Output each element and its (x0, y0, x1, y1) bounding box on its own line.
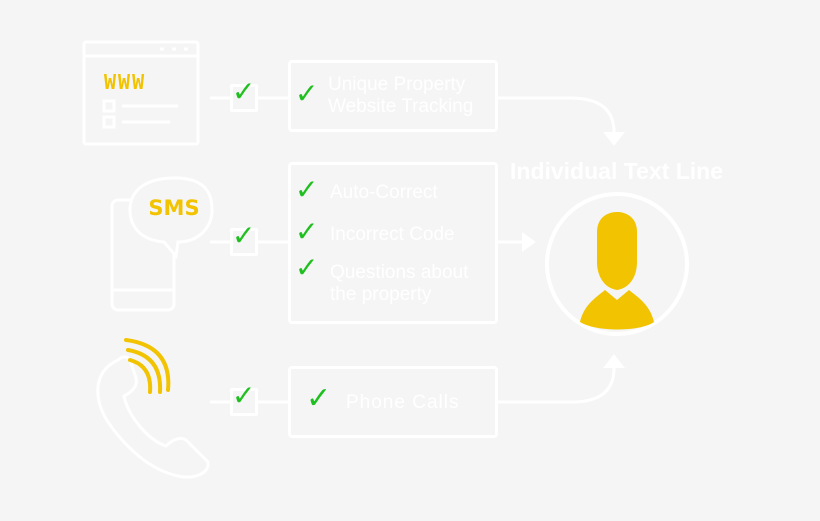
www-icon-text: WWW (104, 70, 147, 94)
checkmark-icon: ✓ (295, 77, 319, 110)
checkmark-icon: ✓ (295, 251, 319, 284)
phone-item-label: Phone Calls (346, 392, 460, 413)
website-box (288, 60, 498, 132)
destination-title: Individual Text Line (510, 158, 723, 184)
speech-bubble-icon (128, 176, 214, 260)
checkmark-icon: ✓ (232, 379, 256, 412)
telephone-handset-icon (96, 338, 210, 479)
checkmark-icon: ✓ (232, 75, 256, 108)
sms-box (288, 162, 498, 324)
sms-checkbox (230, 228, 258, 256)
arrow-icon (497, 367, 616, 404)
website-checkbox (230, 84, 258, 112)
arrowheads (522, 132, 625, 368)
person-silhouette-icon (545, 192, 689, 336)
checkmark-icon: ✓ (232, 219, 256, 252)
sms-item-label: Questions about the property (330, 262, 469, 305)
checkmark-icon: ✓ (306, 381, 332, 416)
checkmark-icon: ✓ (295, 173, 319, 206)
browser-window-icon (82, 40, 200, 146)
sms-icon-text: SMS (148, 196, 200, 220)
output-connectors (497, 96, 616, 404)
phone-box (288, 366, 498, 438)
arrow-icon (497, 96, 616, 133)
website-item-label: Unique Property Website Tracking (328, 74, 474, 117)
sms-item-label: Incorrect Code (330, 224, 455, 245)
phone-checkbox (230, 388, 258, 416)
input-connectors (210, 96, 290, 404)
checkmark-icon: ✓ (295, 215, 319, 248)
sms-item-label: Auto-Correct (330, 182, 438, 203)
